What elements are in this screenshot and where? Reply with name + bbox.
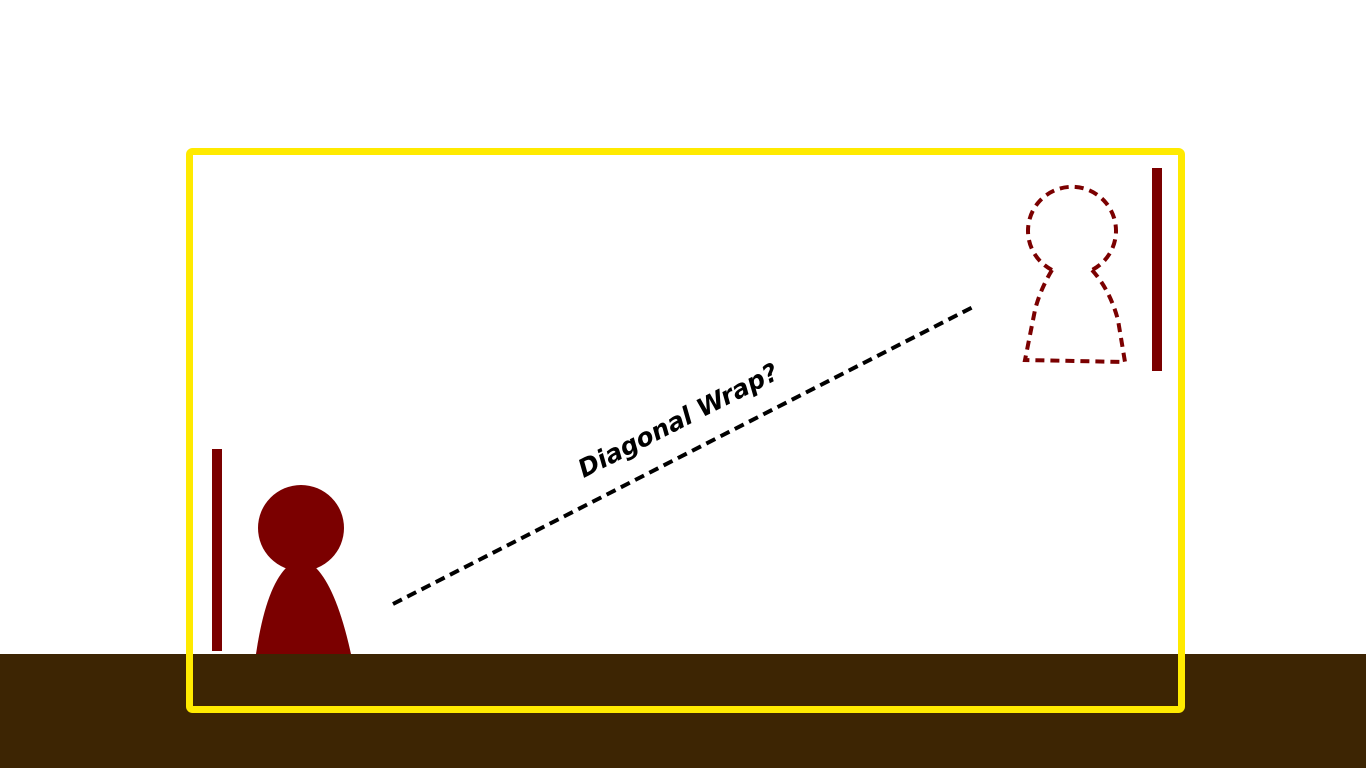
left-wall-marker: [212, 449, 222, 651]
player-head: [258, 485, 344, 571]
diagonal-trajectory: [392, 305, 974, 606]
ghost-body: [1022, 268, 1128, 365]
right-wall-marker: [1152, 168, 1162, 371]
ghost-pawn-outline: [1022, 184, 1128, 365]
player-body: [256, 566, 351, 654]
player-pawn: [256, 485, 351, 654]
ghost-head: [1026, 184, 1118, 272]
screen-bounds-frame: [186, 148, 1185, 713]
